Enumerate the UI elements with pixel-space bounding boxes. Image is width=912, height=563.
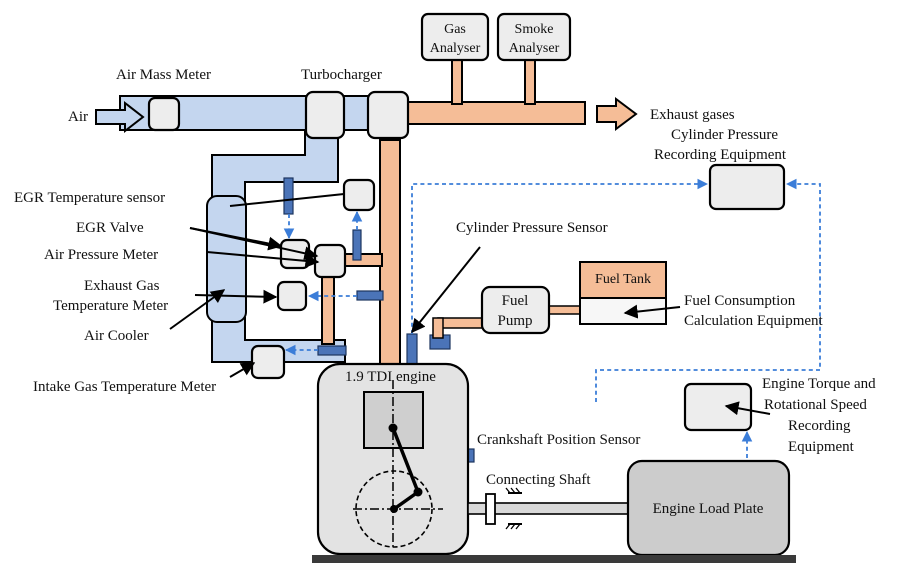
label-smoke-analyser-1: Smoke — [515, 22, 554, 37]
label-cylinder-pressure-sensor: Cylinder Pressure Sensor — [456, 220, 608, 236]
fuel-line-riser — [432, 317, 444, 339]
exhaust-outlet-arrow — [596, 97, 638, 131]
fuel-line — [437, 317, 484, 329]
connecting-rod — [391, 427, 420, 493]
intake-gas-temperature-sensor — [317, 345, 347, 356]
intake-gas-temperature-meter — [250, 344, 286, 380]
label-egr-valve: EGR Valve — [76, 220, 144, 236]
exhaust-gas-temperature-meter — [276, 280, 308, 312]
egr-temperature-sensor — [283, 177, 294, 215]
air-cooler — [206, 195, 247, 323]
label-exhaust-gas-temp-2: Temperature Meter — [53, 298, 168, 314]
cylinder-pressure-recording-equipment — [708, 163, 786, 211]
signal-lines — [283, 178, 821, 458]
label-torque-speed-4: Equipment — [788, 439, 855, 455]
label-engine-load-plate: Engine Load Plate — [653, 501, 764, 517]
smoke-analyser — [496, 12, 572, 62]
label-fuel-tank: Fuel Tank — [595, 272, 651, 287]
air-inlet-arrow — [95, 100, 145, 134]
air-mass-meter — [147, 96, 181, 132]
label-intake-gas-temp: Intake Gas Temperature Meter — [33, 379, 216, 395]
label-fuel-consumption-1: Fuel Consumption — [684, 293, 796, 309]
turbocharger-compressor — [304, 90, 346, 140]
egr-valve — [313, 243, 347, 279]
gas-analyser — [420, 12, 490, 62]
connecting-shaft — [467, 487, 629, 530]
fuel-level — [581, 263, 665, 298]
label-air-pressure-meter: Air Pressure Meter — [44, 247, 158, 263]
label-turbocharger: Turbocharger — [301, 67, 382, 83]
leader-lines — [169, 193, 771, 416]
label-connecting-shaft: Connecting Shaft — [486, 472, 591, 488]
label-engine: 1.9 TDI engine — [345, 369, 436, 385]
fuel-pump — [480, 285, 551, 335]
label-air-mass-meter: Air Mass Meter — [116, 67, 211, 83]
turbocharger-turbine — [366, 90, 410, 140]
label-crankshaft-position-sensor: Crankshaft Position Sensor — [477, 432, 640, 448]
label-smoke-analyser-2: Analyser — [509, 41, 560, 56]
label-fuel-pump-2: Pump — [497, 313, 532, 329]
label-gas-analyser-1: Gas — [444, 22, 466, 37]
label-cyl-pressure-recording-2: Recording Equipment — [654, 147, 787, 163]
labels: Air Air Mass Meter Turbocharger Gas Anal… — [14, 22, 876, 517]
egr-temperature-meter — [342, 178, 376, 212]
label-fuel-consumption-2: Calculation Equipment — [684, 313, 824, 329]
label-cyl-pressure-recording-1: Cylinder Pressure — [671, 127, 778, 143]
label-torque-speed-3: Recording — [788, 418, 851, 434]
fuel-feed-line — [548, 305, 581, 315]
label-gas-analyser-2: Analyser — [430, 41, 481, 56]
label-air: Air — [68, 109, 88, 125]
label-torque-speed-2: Rotational Speed — [764, 397, 867, 413]
crank-circle — [355, 470, 433, 548]
exhaust-gas-temperature-sensor — [356, 290, 384, 301]
label-fuel-pump-1: Fuel — [502, 293, 529, 309]
label-exhaust-gas-temp-1: Exhaust Gas — [84, 278, 160, 294]
ground-base — [312, 555, 796, 563]
label-air-cooler: Air Cooler — [84, 328, 149, 344]
label-egr-temperature-sensor: EGR Temperature sensor — [14, 190, 165, 206]
torque-speed-recording-equipment — [683, 382, 753, 432]
label-exhaust-gases: Exhaust gases — [650, 107, 735, 123]
label-torque-speed-1: Engine Torque and — [762, 376, 876, 392]
egr-pressure-sensor — [352, 229, 362, 261]
